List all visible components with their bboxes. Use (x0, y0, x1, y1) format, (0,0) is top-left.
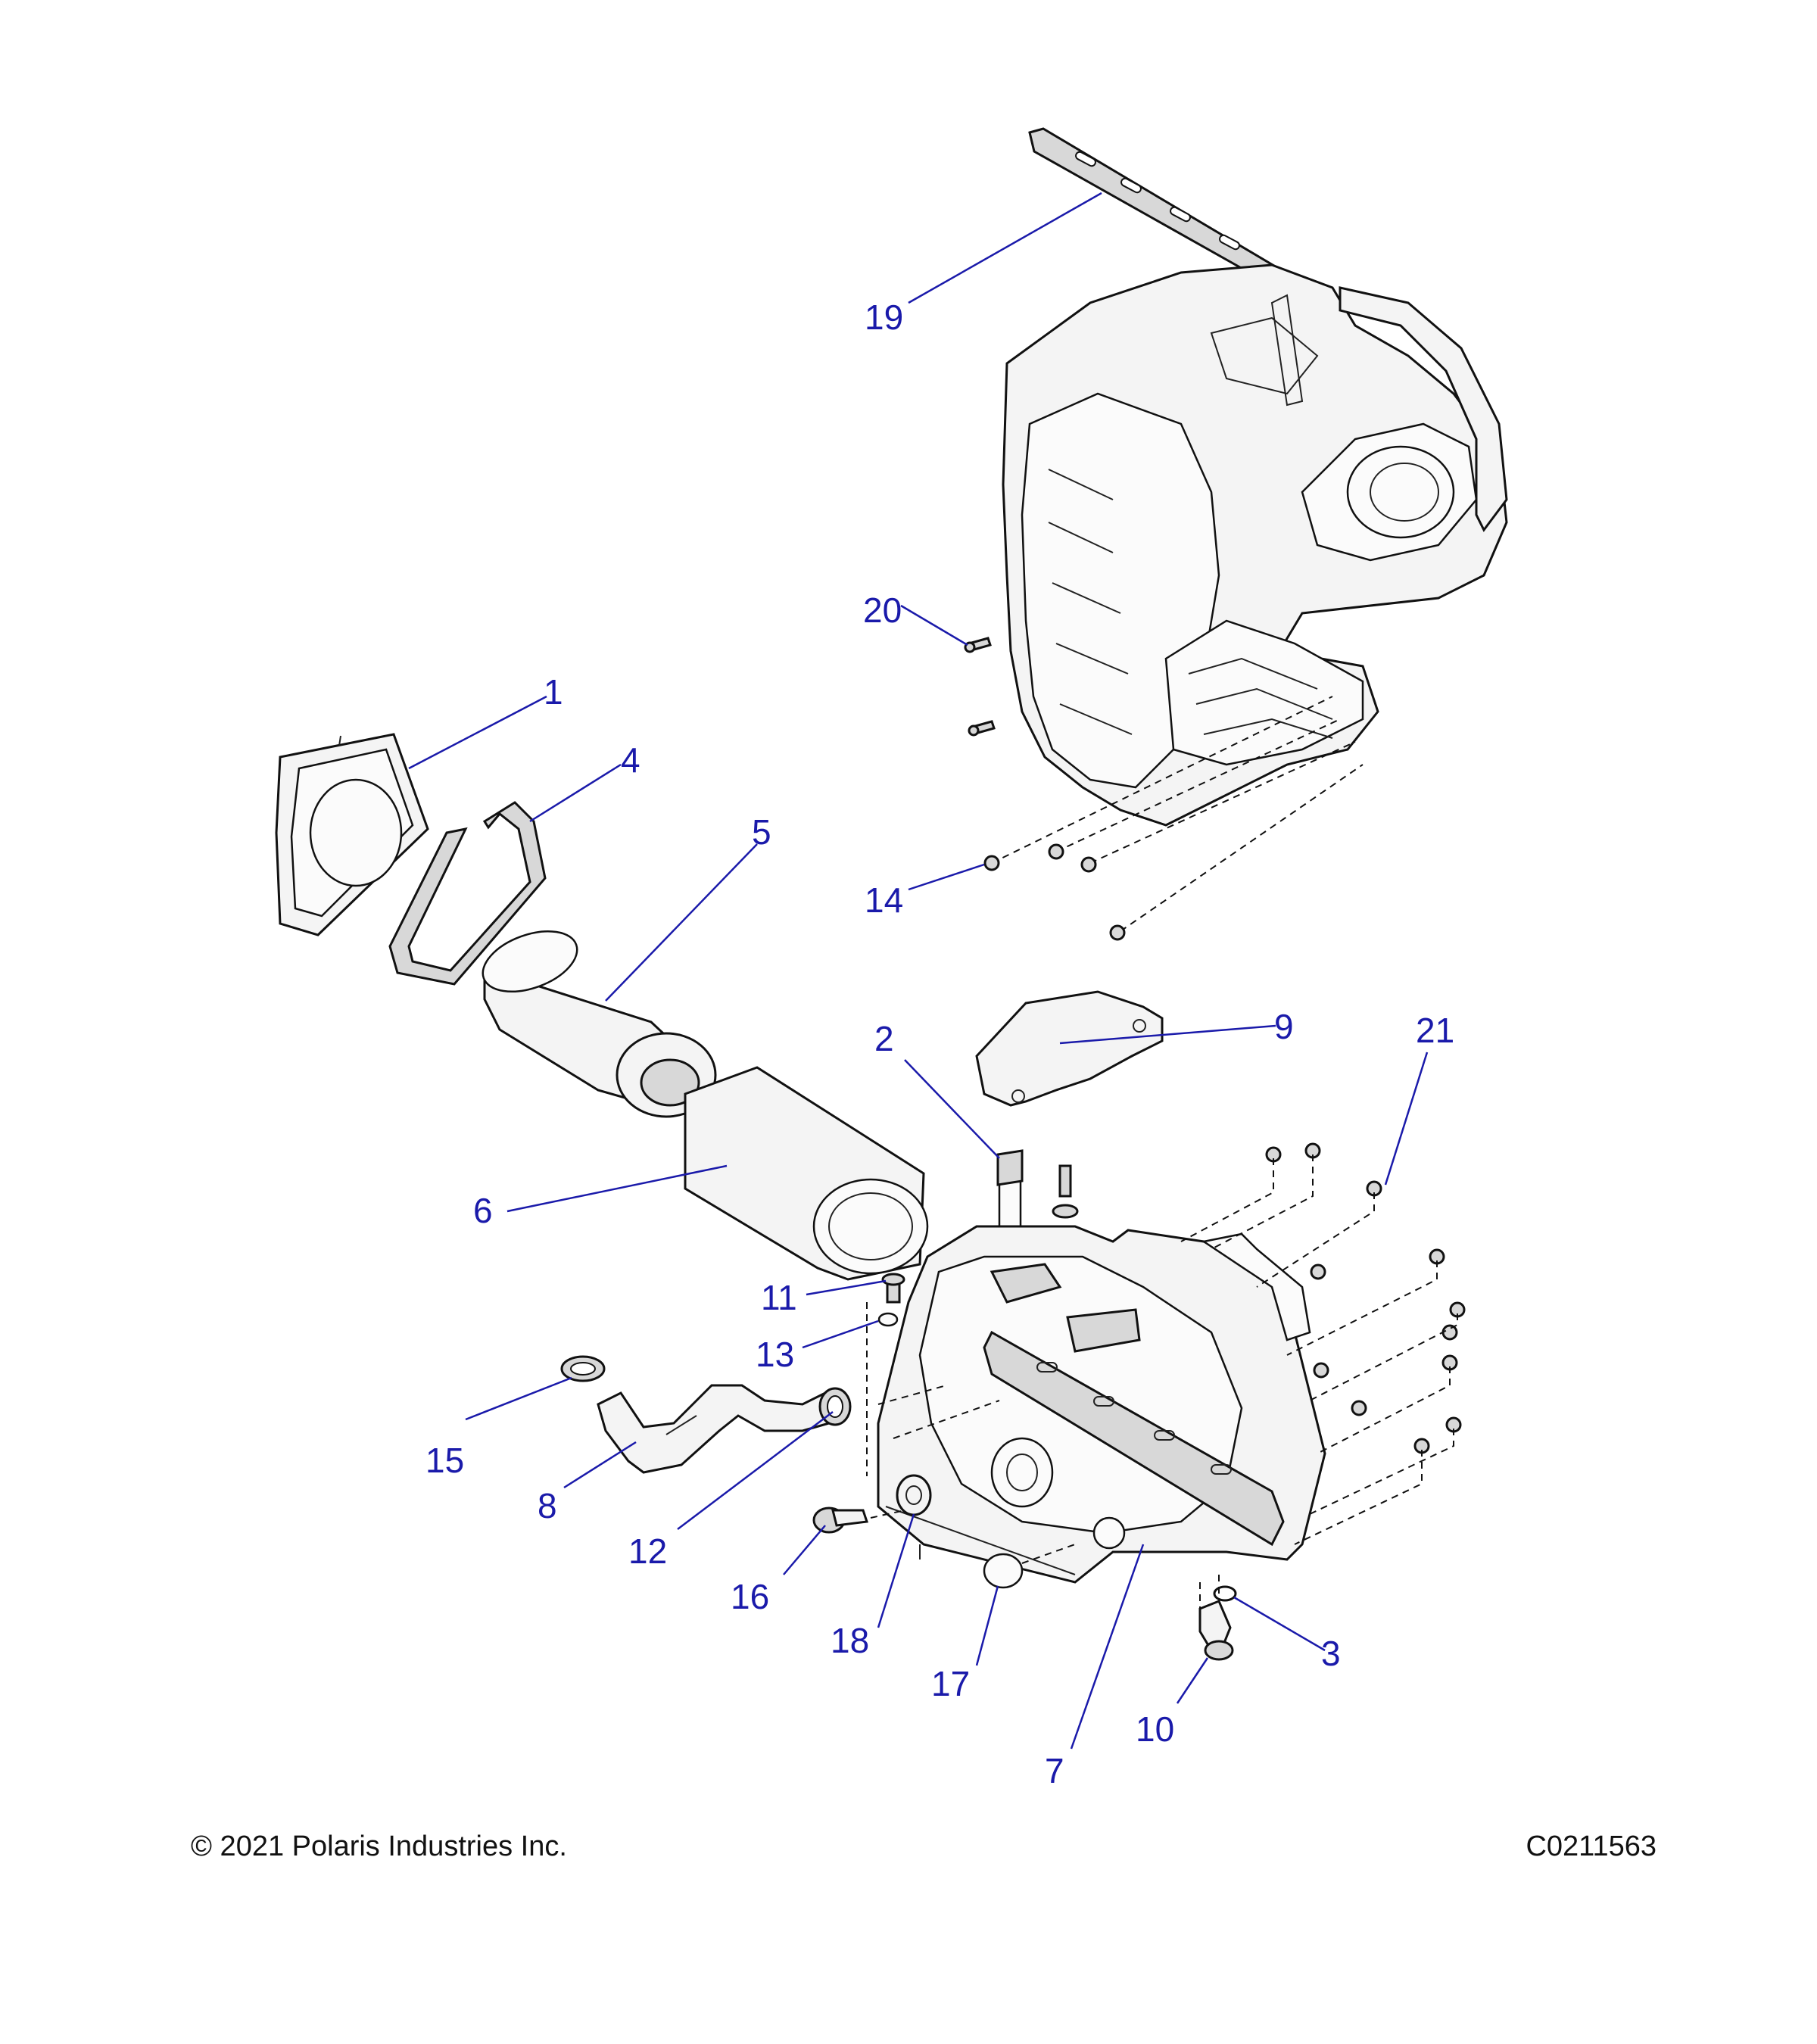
part-15-clamp (560, 1355, 606, 1382)
bolt-top (1052, 1164, 1079, 1219)
part-13-washer (877, 1312, 899, 1327)
right-fastener-guides (1180, 1154, 1458, 1597)
part-11-bolt (881, 1273, 905, 1304)
callout-20: 20 (863, 590, 902, 630)
part-5-filter (482, 930, 717, 1118)
callout-labels: 1 2 3 4 5 6 7 8 9 10 11 12 13 14 15 16 1… (425, 298, 1454, 1790)
part-8-hose (597, 1384, 831, 1474)
callout-5: 5 (752, 812, 771, 852)
callout-9: 9 (1274, 1007, 1294, 1046)
part-1-cover (275, 733, 429, 936)
part-19-strap (1028, 127, 1319, 309)
part-20-screws (964, 637, 996, 737)
part-9-plate (975, 990, 1164, 1107)
callout-12: 12 (628, 1531, 667, 1571)
callout-4: 4 (621, 740, 640, 780)
callout-10: 10 (1136, 1709, 1174, 1749)
upper-fastener-guides (991, 696, 1364, 932)
callout-1: 1 (544, 672, 563, 712)
left-fastener-guides (866, 1302, 1000, 1476)
part-3-oring (1213, 1585, 1237, 1602)
part-16-sensor (812, 1507, 905, 1534)
callout-3: 3 (1321, 1634, 1341, 1673)
callout-19: 19 (865, 298, 903, 337)
callout-2: 2 (874, 1019, 894, 1058)
callout-17: 17 (931, 1664, 970, 1703)
callout-13: 13 (756, 1335, 794, 1374)
part-10-valve (1198, 1582, 1234, 1661)
callout-15: 15 (425, 1441, 464, 1480)
upper-airbox-assembly (1002, 263, 1508, 827)
callout-18: 18 (831, 1621, 869, 1660)
copyright-notice: © 2021 Polaris Industries Inc. (191, 1831, 567, 1862)
part-7-lower-airbox (877, 1225, 1326, 1584)
part-18-grommet (896, 1474, 932, 1516)
callout-7: 7 (1045, 1751, 1064, 1790)
callout-11: 11 (761, 1278, 797, 1317)
callout-leaders (408, 192, 1429, 1750)
part-6-prefilter (684, 1066, 929, 1281)
callout-16: 16 (731, 1577, 769, 1616)
part-17-plug (983, 1544, 1076, 1589)
part-14-nuts (983, 843, 1126, 941)
callout-8: 8 (538, 1486, 557, 1525)
callout-14: 14 (865, 880, 903, 920)
part-21-screws (1265, 1142, 1466, 1454)
callout-21: 21 (1416, 1011, 1454, 1050)
diagram-id: C0211563 (1526, 1831, 1656, 1862)
callout-6: 6 (473, 1191, 493, 1230)
